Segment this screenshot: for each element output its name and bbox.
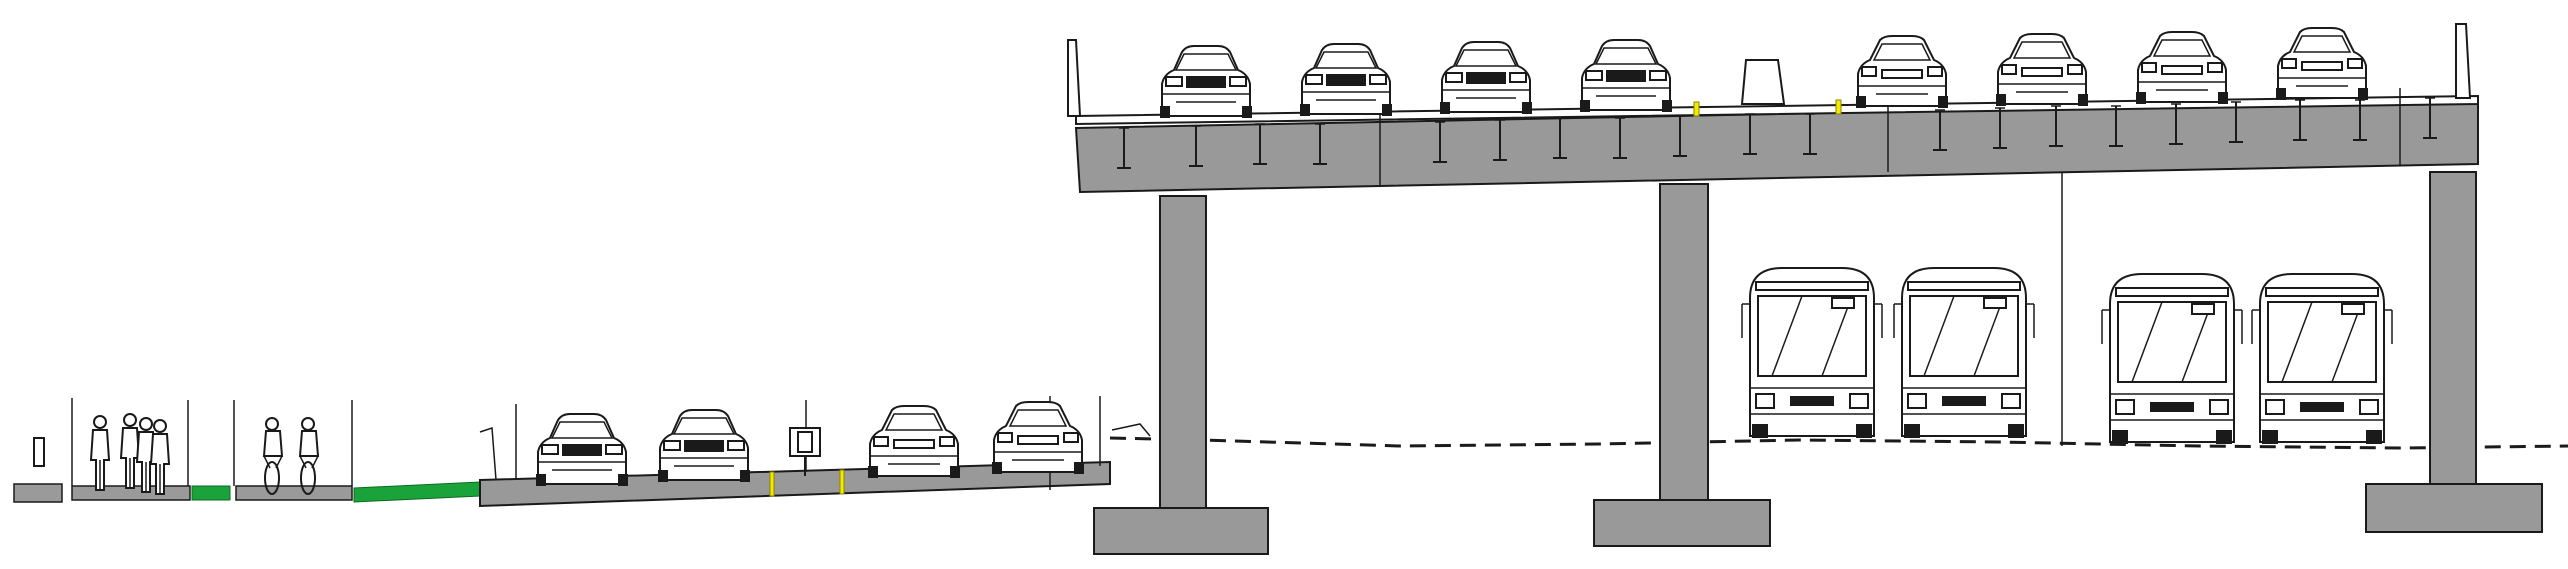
car-front-view (1439, 41, 1533, 115)
lane-marker (1693, 101, 1700, 117)
bike-lane-buffer (191, 485, 231, 501)
bollard (33, 437, 45, 467)
traffic-signal-icon (789, 427, 821, 476)
car-front-view (1299, 43, 1393, 117)
ground-line (1109, 436, 2568, 450)
pier (1093, 195, 1269, 555)
car-front-view (2135, 31, 2229, 105)
car-front-view (1579, 39, 1673, 113)
median-barrier (1740, 59, 1786, 105)
pier (1593, 183, 1771, 547)
car-front-view (867, 405, 961, 479)
pedestrian-figure (120, 413, 140, 489)
bus-front-view (2251, 273, 2393, 445)
bike-lane-green (353, 481, 481, 503)
car-front-view (2275, 27, 2369, 101)
car-front-view (1995, 33, 2089, 107)
car-front-view (991, 401, 1085, 475)
parapet-left (1067, 39, 1082, 117)
lane-marker (769, 471, 775, 497)
bike-lane-surface (235, 485, 353, 501)
cyclist-figure (263, 417, 283, 495)
pier (2365, 171, 2543, 533)
curb-left (13, 483, 63, 503)
car-front-view (1855, 35, 1949, 109)
pedestrian-figure (90, 415, 110, 491)
elevated-deck (1067, 23, 2479, 194)
car-front-view (657, 409, 751, 483)
retaining-wall (479, 426, 497, 481)
car-front-view (535, 413, 629, 487)
ground-level-street (13, 396, 1151, 508)
lane-marker (839, 469, 845, 495)
bus-front-view (2101, 273, 2243, 445)
parapet-right (2455, 23, 2472, 99)
retaining-wall-right (1111, 423, 1151, 437)
bus-front-view (1741, 267, 1883, 439)
cyclist-figure (299, 417, 319, 495)
bus-front-view (1893, 267, 2035, 439)
lane-marker (1835, 99, 1842, 115)
car-front-view (1159, 45, 1253, 119)
